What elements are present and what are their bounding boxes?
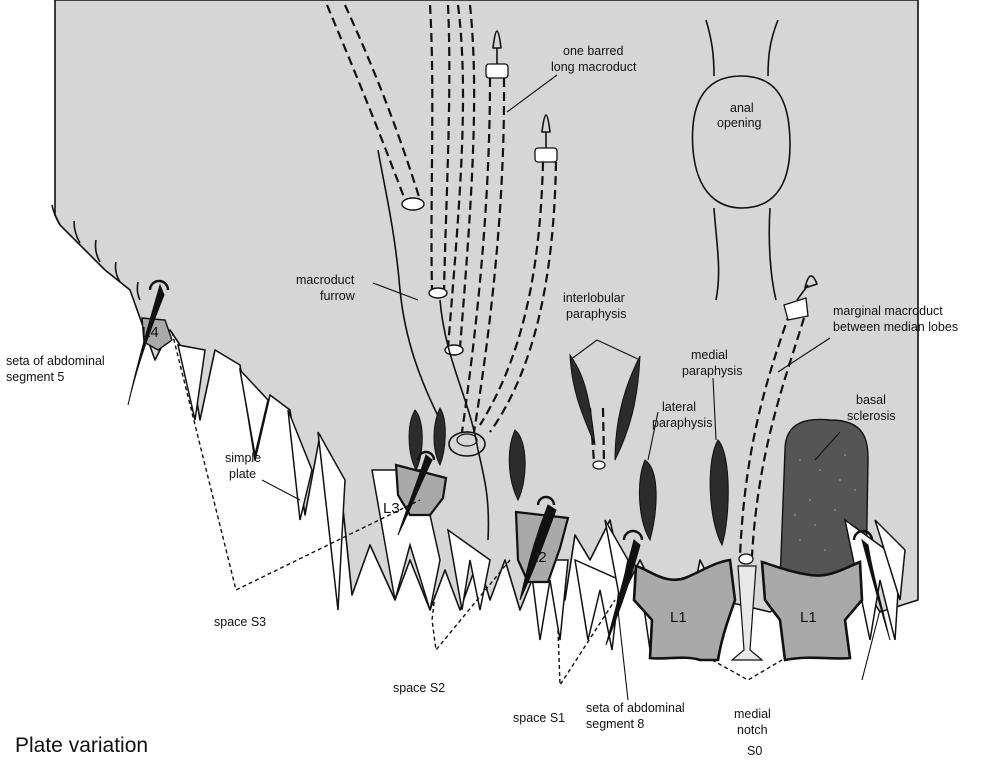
label-medial-para-2: paraphysis <box>682 364 742 378</box>
label-furrow-1: macroduct <box>296 273 355 287</box>
label-lateral-para-2: paraphysis <box>652 416 712 430</box>
label-interlobular-1: interlobular <box>563 291 625 305</box>
label-one-barred-2: long macroduct <box>551 60 637 74</box>
label-marginal-2: between median lobes <box>833 320 958 334</box>
label-notch-2: notch <box>737 723 768 737</box>
label-marginal-1: marginal macroduct <box>833 304 943 318</box>
lobe-l3-label: L3 <box>383 500 400 517</box>
label-interlobular-2: paraphysis <box>566 307 626 321</box>
label-simple-2: plate <box>229 467 256 481</box>
label-seta5-1: seta of abdominal <box>6 354 105 368</box>
label-basal-2: sclerosis <box>847 409 896 423</box>
label-space-s1: space S1 <box>513 711 565 725</box>
label-seta8-2: segment 8 <box>586 717 644 731</box>
anal-opening <box>693 76 790 208</box>
label-medial-para-1: medial <box>691 348 728 362</box>
label-seta5-2: segment 5 <box>6 370 64 384</box>
lobe-l2-label: L2 <box>530 549 547 566</box>
label-lateral-para-1: lateral <box>662 400 696 414</box>
label-simple-1: simple <box>225 451 261 465</box>
label-seta8-1: seta of abdominal <box>586 701 685 715</box>
label-space-s2: space S2 <box>393 681 445 695</box>
lobe-l1-right-label: L1 <box>800 609 817 626</box>
label-space-s3: space S3 <box>214 615 266 629</box>
figure-title: Plate variation <box>15 734 148 757</box>
label-basal-1: basal <box>856 393 886 407</box>
label-furrow-2: furrow <box>320 289 356 303</box>
lobe-l4-label: L4 <box>142 324 159 341</box>
label-anal-2: opening <box>717 116 762 130</box>
label-s0: S0 <box>747 744 762 758</box>
label-one-barred-1: one barred <box>563 44 624 58</box>
lobe-l1-left-label: L1 <box>670 609 687 626</box>
label-anal-1: anal <box>730 101 754 115</box>
label-notch-1: medial <box>734 707 771 721</box>
